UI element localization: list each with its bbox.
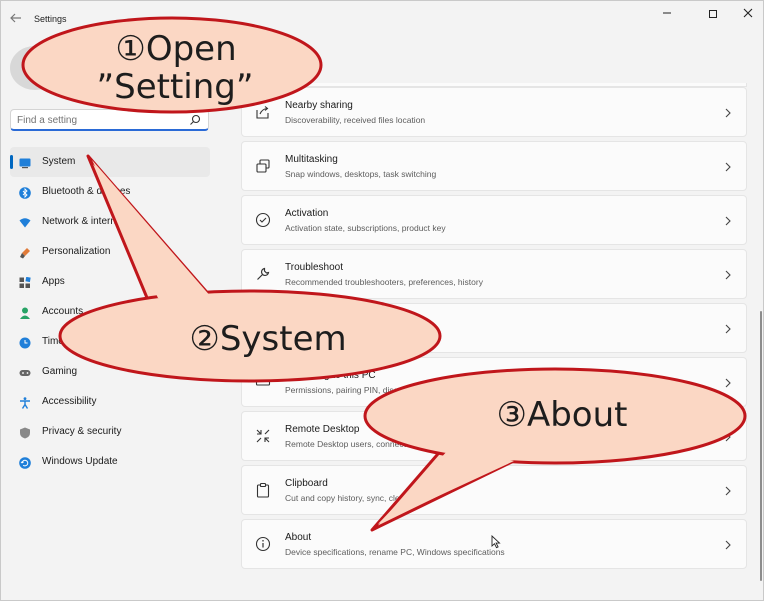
sidebar-item-network[interactable]: Network & internet	[10, 207, 210, 237]
privacy-icon	[19, 426, 31, 439]
sidebar-item-label: Privacy & security	[42, 426, 122, 437]
card-subtitle: Device specifications, rename PC, Window…	[285, 547, 505, 557]
sidebar-item-label: Apps	[42, 276, 65, 287]
card-title: Projecting to this PC	[285, 370, 376, 381]
troubleshoot-icon	[255, 266, 271, 282]
sidebar-item-label: Accessibility	[42, 396, 97, 407]
card-title: Remote Desktop	[285, 424, 360, 435]
card-subtitle: Permissions, pairing PIN, discoverabilit…	[285, 385, 437, 395]
card-clipboard[interactable]: Clipboard Cut and copy history, sync, cl…	[241, 465, 747, 515]
chevron-right-icon	[724, 376, 732, 388]
nearby-sharing-icon	[255, 104, 271, 120]
multitasking-icon	[255, 158, 271, 174]
activation-icon	[255, 212, 271, 228]
sidebar-item-label: Gaming	[42, 366, 78, 377]
sidebar-item-personalization[interactable]: Personalization	[10, 237, 210, 267]
sidebar-item-accessibility[interactable]: Accessibility	[10, 387, 210, 417]
card-multitasking[interactable]: Multitasking Snap windows, desktops, tas…	[241, 141, 747, 191]
card-title: Clipboard	[285, 478, 328, 489]
sidebar-nav: System Bluetooth & devices Network & int…	[10, 147, 210, 477]
sidebar-item-windows-update[interactable]: Windows Update	[10, 447, 210, 477]
sidebar-item-label: Accounts	[42, 306, 84, 317]
card-title: Troubleshoot	[285, 262, 343, 273]
maximize-button[interactable]	[701, 7, 725, 21]
sidebar-item-label: Time & language	[42, 336, 118, 347]
apps-icon	[19, 276, 31, 288]
sidebar-item-label: Bluetooth & devices	[42, 186, 131, 197]
bluetooth-icon	[19, 186, 31, 199]
time-language-icon	[19, 336, 31, 349]
search-icon[interactable]	[188, 113, 202, 127]
chevron-right-icon	[724, 538, 732, 550]
chevron-right-icon	[724, 106, 732, 118]
chevron-right-icon	[724, 268, 732, 280]
sidebar-item-bluetooth[interactable]: Bluetooth & devices	[10, 177, 210, 207]
gaming-icon	[19, 366, 31, 378]
sidebar-item-gaming[interactable]: Gaming	[10, 357, 210, 387]
card-subtitle: Discoverability, received files location	[285, 115, 426, 125]
search-input[interactable]	[17, 113, 182, 127]
sidebar-item-label: System	[42, 156, 76, 167]
minimize-button[interactable]	[655, 7, 679, 21]
sidebar-item-label: Personalization	[42, 246, 111, 257]
system-icon	[19, 156, 31, 169]
about-icon	[255, 536, 271, 552]
mouse-cursor-icon	[491, 534, 501, 549]
card-title: About	[285, 532, 312, 543]
sidebar-item-system[interactable]: System	[10, 147, 210, 177]
sidebar-item-label: Windows Update	[42, 456, 118, 467]
accounts-icon	[19, 306, 31, 319]
chevron-right-icon	[724, 322, 732, 334]
callout-about-text: ③About	[496, 395, 628, 435]
sidebar-item-privacy[interactable]: Privacy & security	[10, 417, 210, 447]
card-subtitle: Cut and copy history, sync, clear	[285, 493, 408, 503]
close-button[interactable]	[736, 7, 760, 21]
callout-open-text: ①Open	[115, 29, 237, 69]
card-nearby-sharing[interactable]: Nearby sharing Discoverability, received…	[241, 87, 747, 137]
card-title: Multitasking	[285, 154, 338, 165]
accessibility-icon	[19, 396, 31, 409]
callout-setting-text: ”Setting”	[96, 67, 254, 107]
card-subtitle: Recommended troubleshooters, preferences…	[285, 277, 483, 287]
card-title: Nearby sharing	[285, 100, 353, 111]
callout-system-text: ②System	[189, 319, 347, 359]
chevron-right-icon	[724, 484, 732, 496]
back-arrow-icon[interactable]	[9, 11, 23, 25]
card-subtitle: Snap windows, desktops, task switching	[285, 169, 437, 179]
chevron-right-icon	[724, 160, 732, 172]
chevron-right-icon	[724, 430, 732, 442]
windows-update-icon	[19, 456, 31, 469]
chevron-right-icon	[724, 214, 732, 226]
card-troubleshoot[interactable]: Troubleshoot Recommended troubleshooters…	[241, 249, 747, 299]
sidebar-item-apps[interactable]: Apps	[10, 267, 210, 297]
avatar[interactable]	[10, 46, 60, 90]
search-box[interactable]	[10, 109, 209, 131]
sidebar-item-label: Network & internet	[42, 216, 125, 227]
window-title: Settings	[34, 14, 67, 24]
network-icon	[19, 216, 31, 228]
remote-desktop-icon	[255, 428, 271, 444]
projecting-icon	[255, 374, 271, 390]
card-subtitle: Activation state, subscriptions, product…	[285, 223, 446, 233]
card-subtitle: Remote Desktop users, connection permiss…	[285, 439, 465, 449]
maximize-icon	[709, 10, 717, 18]
card-title: Activation	[285, 208, 329, 219]
clipboard-icon	[255, 482, 271, 498]
card-activation[interactable]: Activation Activation state, subscriptio…	[241, 195, 747, 245]
personalization-icon	[19, 246, 31, 259]
scrollbar[interactable]	[760, 311, 762, 581]
